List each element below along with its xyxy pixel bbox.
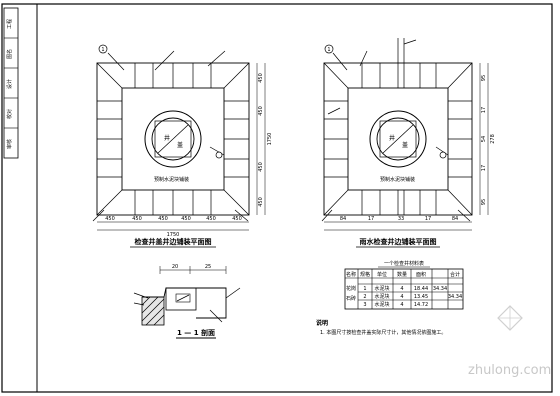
notes-text: 1. 本图尺寸按检查井盖实际尺寸计，其他情况依图施工。	[320, 329, 446, 336]
left-dim-b1: 450	[132, 216, 142, 222]
material-table	[344, 268, 464, 310]
left-dim-b0: 450	[105, 216, 115, 222]
table-h1: 规格	[360, 271, 370, 278]
table-h2: 单位	[377, 271, 387, 278]
table-r2-c1: 3	[363, 302, 366, 308]
right-dim-r-total: 278	[490, 134, 496, 144]
left-plan	[92, 50, 250, 222]
right-dim-b4: 84	[452, 216, 458, 222]
table-r0-c5: 34.34	[433, 286, 447, 292]
table-r0-c1: 1	[363, 286, 366, 292]
right-manhole-char-b: 盖	[402, 141, 408, 149]
table-r2-c4: 14.72	[414, 302, 428, 308]
table-r1-c2: 水泥块	[374, 293, 389, 300]
table-r1-c0: 石砖	[346, 295, 356, 302]
left-tag-1: 1	[101, 47, 104, 53]
table-r0-c4: 18.44	[414, 286, 428, 292]
right-plan-labels: 1 井 盖 预制水泥块铺装 雨水检查井边铺装平面图	[324, 44, 447, 248]
right-plan	[321, 38, 473, 222]
table-r0-c3: 4	[400, 286, 403, 292]
table-r1-c5: 34.34	[448, 294, 462, 300]
table-r2-c2: 水泥块	[374, 301, 389, 308]
title-row-2: 设计	[6, 79, 13, 89]
notes-heading: 说明	[316, 319, 328, 327]
right-dim-b0: 84	[340, 216, 346, 222]
table-r0-c2: 水泥块	[374, 285, 389, 292]
left-dim-b5: 450	[232, 216, 242, 222]
right-dim-b1: 17	[368, 216, 374, 222]
section-dim-0: 20	[172, 264, 178, 270]
table-r1-c4: 13.45	[414, 294, 428, 300]
table-r1-c3: 4	[400, 294, 403, 300]
right-dim-b2: 33	[398, 216, 404, 222]
watermark-text: zhulong.com	[468, 363, 551, 378]
left-dim-r2: 450	[258, 162, 264, 172]
left-manhole-char-b: 盖	[177, 141, 183, 149]
right-dim-r4: 95	[481, 199, 487, 205]
right-tag-1: 1	[327, 47, 330, 53]
title-row-1: 图名	[6, 49, 13, 59]
title-row-0: 工程	[6, 19, 13, 29]
left-manhole-char-a: 井	[164, 134, 170, 142]
left-dim-r-total: 1750	[267, 133, 273, 146]
right-inner-label: 预制水泥块铺装	[380, 176, 415, 183]
right-dim-r3: 17	[481, 165, 487, 171]
title-row-4: 审核	[6, 139, 13, 149]
section-detail	[133, 266, 241, 339]
right-dim-b3: 17	[425, 216, 431, 222]
table-r1-c1: 2	[363, 294, 366, 300]
section-caption: 1 — 1 剖面	[177, 328, 215, 337]
left-dim-b2: 450	[158, 216, 168, 222]
left-dim-b3: 450	[181, 216, 191, 222]
table-r0-c0: 花岗	[346, 285, 356, 292]
right-plan-caption: 雨水检查井边铺装平面图	[360, 237, 437, 246]
left-dim-r1: 450	[258, 106, 264, 116]
title-row-3: 校对	[6, 109, 13, 119]
title-block: 工程 图名 设计 校对 审核	[3, 7, 19, 159]
right-dims	[324, 63, 489, 231]
table-title: 一个检查井材料表	[384, 260, 424, 267]
right-manhole-char-a: 井	[389, 134, 395, 142]
right-dim-r0: 95	[481, 75, 487, 81]
sheet-border	[1, 3, 553, 393]
table-h3: 数量	[397, 271, 407, 278]
left-dim-r3: 450	[258, 197, 264, 207]
left-dim-b4: 450	[206, 216, 216, 222]
table-h4: 面积	[416, 271, 426, 278]
left-dim-r0: 450	[258, 73, 264, 83]
table-h0: 名称	[346, 271, 356, 278]
table-h5: 合计	[450, 271, 460, 278]
table-r2-c3: 4	[400, 302, 403, 308]
left-dims	[97, 63, 266, 231]
right-dim-r1: 17	[481, 107, 487, 113]
watermark: zhulong.com	[468, 305, 551, 378]
right-dim-r2: 54	[481, 136, 487, 142]
left-plan-labels: 1 井 盖 预制水泥块铺装 检查井盖井边铺装平面图	[98, 44, 223, 248]
left-dim-total: 1750	[167, 232, 180, 238]
left-inner-label: 预制水泥块铺装	[154, 176, 189, 183]
left-plan-caption: 检查井盖井边铺装平面图	[135, 237, 212, 246]
section-dim-1: 25	[205, 264, 211, 270]
